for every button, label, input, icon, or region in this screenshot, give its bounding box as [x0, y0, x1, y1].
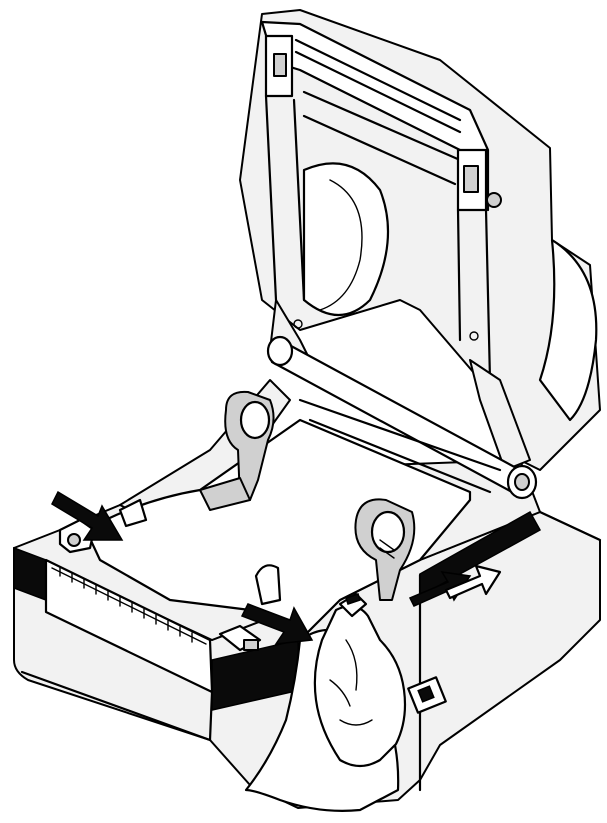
paper-roll-holder-left [199, 390, 275, 511]
arrow-right-outward [408, 564, 502, 607]
platen-roller [266, 335, 538, 500]
hand-with-cloth [244, 592, 407, 812]
paper-roll-holder-right [354, 498, 416, 601]
open-cover [239, 9, 601, 471]
arrow-left-top [51, 490, 124, 541]
power-switch [407, 676, 447, 714]
arrow-mid [240, 603, 314, 645]
front-sensor-parts [58, 498, 282, 652]
